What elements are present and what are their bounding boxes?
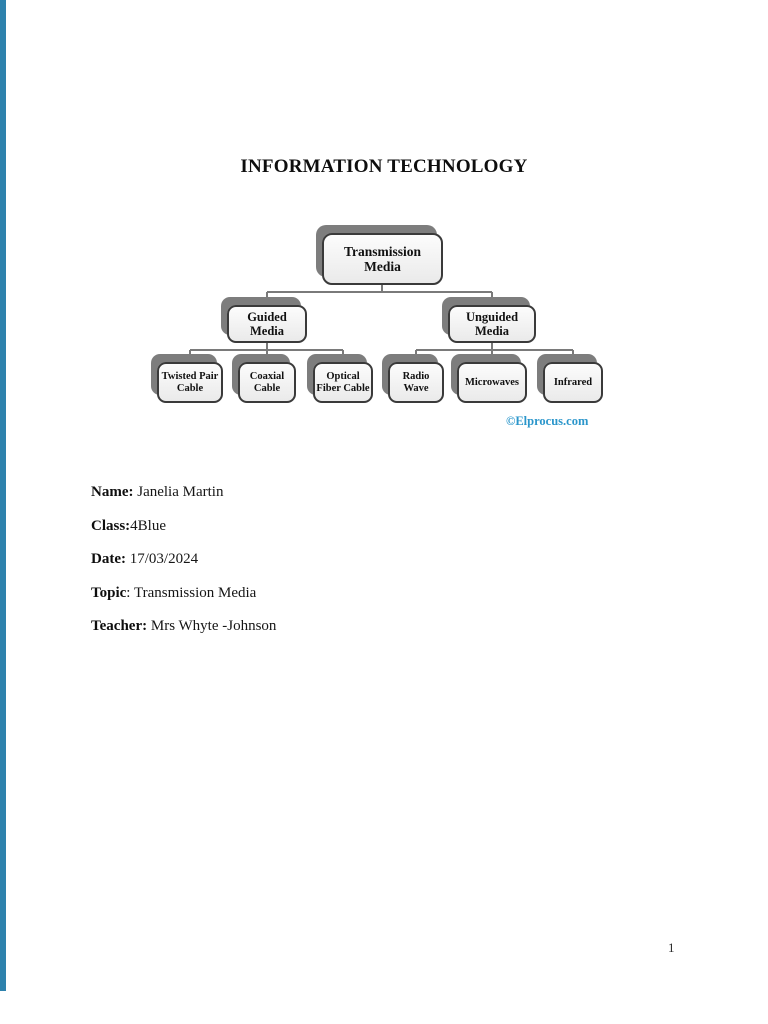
field-date: Date: 17/03/2024 bbox=[91, 551, 276, 568]
field-name: Name: Janelia Martin bbox=[91, 484, 276, 501]
node-microwaves: Microwaves bbox=[457, 362, 527, 403]
node-guided-media: Guided Media bbox=[227, 305, 307, 343]
node-label: Unguided Media bbox=[465, 310, 519, 338]
field-teacher: Teacher: Mrs Whyte -Johnson bbox=[91, 618, 276, 635]
node-label: Transmission Media bbox=[343, 243, 422, 274]
node-label: Guided Media bbox=[247, 310, 287, 338]
node-twisted-pair-cable: Twisted Pair Cable bbox=[157, 362, 223, 403]
node-label: Twisted Pair Cable bbox=[161, 370, 219, 394]
field-label: Class: bbox=[91, 517, 131, 534]
field-value: 17/03/2024 bbox=[125, 551, 199, 567]
document-title: INFORMATION TECHNOLOGY bbox=[240, 156, 528, 177]
field-label: Topic bbox=[91, 584, 127, 601]
diagram-credit: ©Elprocus.com bbox=[506, 414, 589, 428]
node-label: Coaxial Cable bbox=[249, 370, 285, 394]
field-label: Date: bbox=[91, 551, 126, 567]
node-unguided-media: Unguided Media bbox=[448, 305, 536, 343]
node-coaxial-cable: Coaxial Cable bbox=[238, 362, 296, 403]
field-class: Class:4Blue bbox=[91, 518, 276, 535]
node-optical-fiber-cable: Optical Fiber Cable bbox=[313, 362, 373, 403]
node-transmission-media: Transmission Media bbox=[322, 233, 443, 285]
node-radio-wave: Radio Wave bbox=[388, 362, 444, 403]
node-label: Microwaves bbox=[464, 376, 520, 388]
field-value: Janelia Martin bbox=[133, 484, 224, 500]
field-value: Mrs Whyte -Johnson bbox=[147, 618, 277, 634]
field-value: 4Blue bbox=[130, 517, 167, 534]
field-topic: Topic: Transmission Media bbox=[91, 585, 276, 602]
node-label: Optical Fiber Cable bbox=[316, 370, 370, 394]
node-label: Radio Wave bbox=[402, 370, 430, 394]
field-value: : Transmission Media bbox=[126, 584, 257, 601]
field-label: Name: bbox=[91, 484, 134, 500]
node-label: Infrared bbox=[553, 376, 593, 388]
left-accent-bar bbox=[0, 0, 6, 991]
node-infrared: Infrared bbox=[543, 362, 603, 403]
page-number: 1 bbox=[668, 940, 675, 955]
field-label: Teacher: bbox=[91, 618, 148, 634]
diagram-connectors bbox=[189, 285, 574, 363]
transmission-media-diagram: Transmission Media Guided Media Unguided… bbox=[150, 225, 620, 440]
student-info: Name: Janelia Martin Class:4Blue Date: 1… bbox=[91, 484, 276, 652]
